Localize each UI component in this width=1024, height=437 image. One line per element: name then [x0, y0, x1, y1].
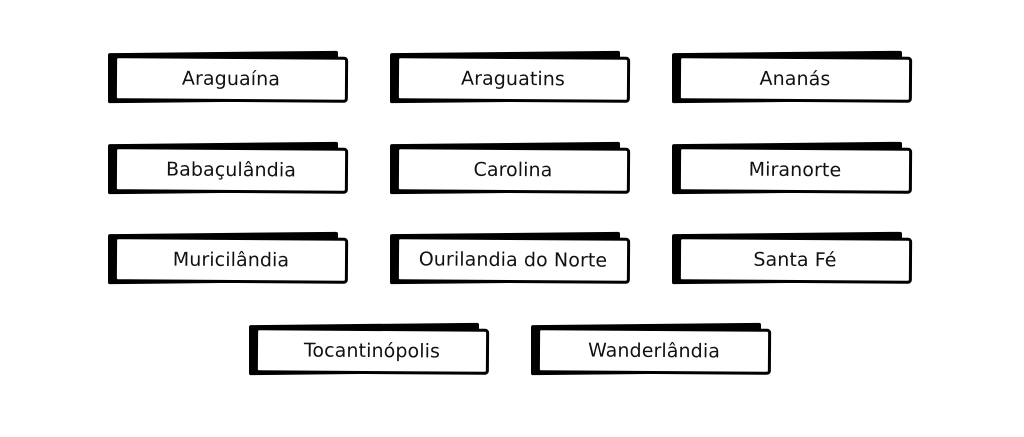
- button-face[interactable]: Araguaína: [113, 55, 349, 103]
- button-face[interactable]: Miranorte: [677, 146, 913, 194]
- button-face[interactable]: Carolina: [395, 146, 631, 194]
- button-face[interactable]: Tocantinópolis: [254, 327, 490, 375]
- city-button-santa-fe[interactable]: Santa Fé: [672, 231, 916, 291]
- city-button-label: Muricilândia: [172, 248, 290, 272]
- button-face[interactable]: Muricilândia: [113, 236, 349, 284]
- city-button-ananas[interactable]: Ananás: [672, 50, 916, 110]
- city-button-babaculandia[interactable]: Babaçulândia: [108, 141, 352, 201]
- city-button-label: Araguaína: [181, 67, 281, 91]
- city-button-label: Araguatins: [460, 67, 566, 91]
- city-button-miranorte[interactable]: Miranorte: [672, 141, 916, 201]
- city-button-label: Ananás: [759, 67, 831, 91]
- button-face[interactable]: Ananás: [677, 55, 913, 103]
- city-button-wanderlandia[interactable]: Wanderlândia: [531, 322, 775, 382]
- city-button-muricilandia[interactable]: Muricilândia: [108, 231, 352, 291]
- city-button-label: Santa Fé: [753, 248, 837, 272]
- city-button-label: Wanderlândia: [587, 339, 721, 363]
- city-button-label: Miranorte: [748, 158, 842, 182]
- city-button-label: Babaçulândia: [165, 158, 297, 182]
- city-button-ourilandia-do-norte[interactable]: Ourilandia do Norte: [390, 231, 634, 291]
- button-row-3: Muricilândia Ourilandia do Norte Santa F…: [0, 231, 1024, 291]
- city-button-araguaina[interactable]: Araguaína: [108, 50, 352, 110]
- city-button-carolina[interactable]: Carolina: [390, 141, 634, 201]
- city-button-label: Carolina: [473, 158, 553, 182]
- button-row-1: Araguaína Araguatins Ananás: [0, 50, 1024, 110]
- button-face[interactable]: Araguatins: [395, 55, 631, 103]
- button-row-4: Tocantinópolis Wanderlândia: [0, 322, 1024, 382]
- button-face[interactable]: Santa Fé: [677, 236, 913, 284]
- button-face[interactable]: Babaçulândia: [113, 146, 349, 194]
- city-button-tocantinopolis[interactable]: Tocantinópolis: [249, 322, 493, 382]
- button-face[interactable]: Ourilandia do Norte: [395, 236, 631, 284]
- city-button-araguatins[interactable]: Araguatins: [390, 50, 634, 110]
- button-row-2: Babaçulândia Carolina Miranorte: [0, 141, 1024, 201]
- button-face[interactable]: Wanderlândia: [536, 327, 772, 375]
- city-button-label: Tocantinópolis: [303, 339, 441, 363]
- city-button-label: Ourilandia do Norte: [418, 248, 608, 272]
